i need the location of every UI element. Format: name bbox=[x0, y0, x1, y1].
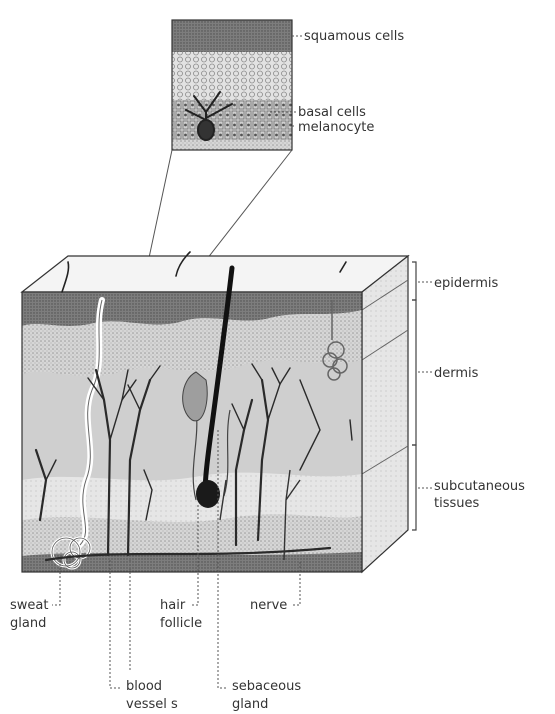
block-side-face bbox=[362, 256, 408, 572]
label-blood-line2: vessel s bbox=[126, 697, 178, 712]
label-squamous-cells: squamous cells bbox=[304, 29, 404, 44]
label-subcutaneous-line1: subcutaneous bbox=[434, 479, 525, 494]
label-blood-line1: blood bbox=[126, 679, 162, 694]
label-melanocyte: melanocyte bbox=[298, 120, 374, 135]
inset-squamous-cells bbox=[172, 52, 292, 100]
label-sweat-line1: sweat bbox=[10, 598, 48, 613]
layer-brackets bbox=[412, 262, 416, 530]
label-nerve: nerve bbox=[250, 598, 287, 613]
inset-basal-layer bbox=[172, 100, 292, 140]
label-hair-line2: follicle bbox=[160, 616, 202, 631]
label-sweat-line2: gland bbox=[10, 616, 46, 631]
label-sebaceous-line1: sebaceous bbox=[232, 679, 301, 694]
label-subcutaneous-line2: tissues bbox=[434, 496, 479, 511]
block-top-face bbox=[22, 256, 408, 292]
skin-block bbox=[22, 252, 408, 572]
inset-dermis bbox=[172, 140, 292, 150]
label-epidermis: epidermis bbox=[434, 276, 499, 291]
label-basal-cells: basal cells bbox=[298, 105, 366, 120]
label-sebaceous-line2: gland bbox=[232, 697, 268, 712]
label-hair-line1: hair bbox=[160, 598, 186, 613]
label-dermis: dermis bbox=[434, 366, 479, 381]
inset-squamous-top bbox=[172, 20, 292, 52]
